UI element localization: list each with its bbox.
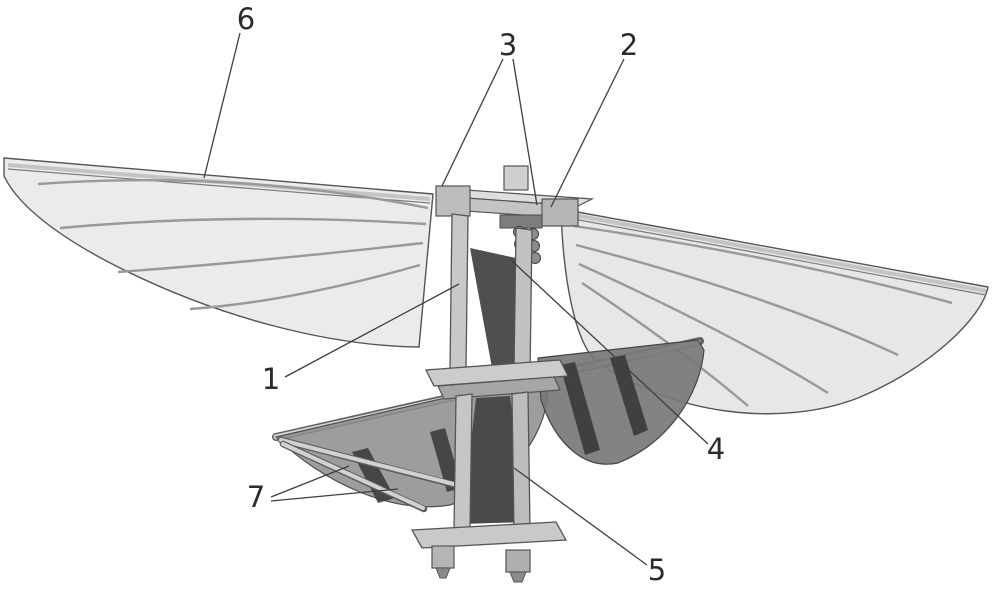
- left-tail-rib-2: [281, 442, 425, 510]
- body-frame: [410, 165, 595, 583]
- right-wing-leading-edge-spar: [562, 211, 987, 293]
- callout-7: 7: [247, 480, 265, 514]
- right-foot: [505, 549, 531, 573]
- right-wing-leading-edge-spar-shadow: [562, 216, 987, 296]
- lower-linkage-wedge: [462, 396, 526, 524]
- callout-6: 6: [237, 2, 255, 36]
- upper-right-column: [513, 227, 533, 375]
- callout-1: 1: [262, 362, 280, 396]
- mid-plate-lower: [437, 376, 561, 400]
- base-plate: [410, 521, 568, 549]
- leader-line-2: [550, 58, 625, 208]
- right-wing-clamp: [541, 198, 579, 227]
- left-foot: [431, 545, 455, 569]
- callout-labels: 1 2 3 4 5 6 7: [237, 2, 725, 587]
- left-wing-veins: [37, 179, 429, 311]
- mid-plate: [424, 359, 570, 387]
- left-foot-tip: [435, 567, 451, 579]
- lower-left-column: [453, 393, 473, 531]
- gear-bracket: [499, 214, 543, 229]
- callout-4: 4: [707, 432, 725, 466]
- right-wing-veins: [573, 224, 953, 407]
- leader-line-1: [284, 283, 460, 378]
- left-wing-leading-edge-spar-shadow: [7, 168, 431, 204]
- leader-line-7a: [270, 465, 350, 498]
- leader-line-5: [513, 467, 648, 566]
- top-block: [503, 165, 529, 191]
- right-foot-tip: [509, 571, 527, 583]
- lower-right-column: [511, 391, 531, 533]
- right-tail-dark-band-1: [560, 362, 600, 455]
- callout-3: 3: [499, 28, 517, 62]
- left-tail-rib-1: [279, 438, 483, 493]
- leader-line-3a: [441, 58, 504, 187]
- callout-5: 5: [648, 553, 666, 587]
- leader-line-6: [203, 32, 241, 179]
- leader-lines: [203, 32, 709, 566]
- leader-line-7b: [270, 488, 399, 502]
- callout-2: 2: [620, 28, 638, 62]
- leader-line-3b: [512, 58, 538, 206]
- left-wing-clamp: [435, 185, 471, 217]
- left-tail-dark-band-2: [430, 428, 462, 492]
- upper-left-column: [449, 213, 469, 371]
- left-wing-membrane: [3, 157, 434, 348]
- leader-line-4: [510, 259, 709, 445]
- right-tail-dark-band-2: [610, 355, 648, 436]
- left-upper-wing: [3, 157, 434, 348]
